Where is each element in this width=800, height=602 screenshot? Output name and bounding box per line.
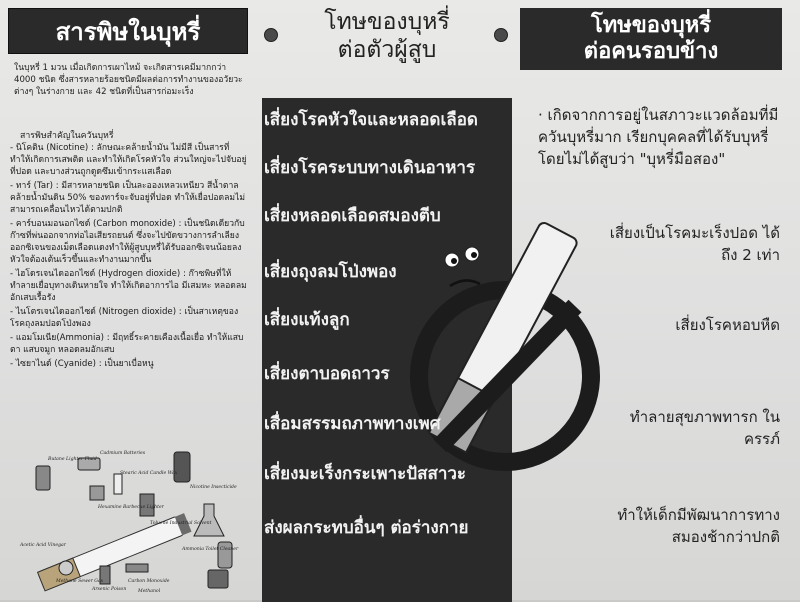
- label-cadmium: Cadmium Batteries: [100, 450, 146, 456]
- right-asthma: เสี่ยงโรคหอบหืด: [675, 316, 780, 334]
- toxin-list: - นิโคติน (Nicotine) : ลักษณะคล้ายน้ำมัน…: [10, 142, 248, 372]
- right-title-line2: ต่อคนรอบข้าง: [583, 39, 719, 64]
- right-title-line1: โทษของบุหรี่: [590, 13, 712, 38]
- risk-stroke: เสี่ยงหลอดเลือดสมองตีบ: [264, 206, 441, 226]
- right-intro: · เกิดจากการอยู่ในสภาวะแวดล้อมที่มีควันบ…: [538, 106, 779, 168]
- right-fetus-health: ทำลายสุขภาพทารก ในครรภ์: [629, 408, 780, 448]
- binder-hole-left: [264, 28, 278, 42]
- right-title: โทษของบุหรี่ ต่อคนรอบข้าง: [520, 8, 782, 70]
- risk-emphysema: เสี่ยงถุงลมโป่งพอง: [264, 262, 397, 282]
- label-ammonia: Ammonia Toilet Cleaner: [181, 546, 239, 552]
- toxin-carbon-monoxide: - คาร์บอนมอนอกไซด์ (Carbon monoxide) : เ…: [10, 219, 245, 265]
- risk-heart-disease: เสี่ยงโรคหัวใจและหลอดเลือด: [264, 110, 478, 130]
- insecticide-icon: [173, 451, 191, 483]
- exhaust-pipe-icon: [125, 563, 149, 573]
- middle-title-line2: ต่อตัวผู้สูบ: [337, 37, 437, 63]
- middle-panel: [262, 98, 512, 602]
- candle-icon: [113, 473, 123, 495]
- risk-miscarriage: เสี่ยงแท้งลูก: [264, 310, 350, 330]
- solvent-can-icon: [139, 493, 155, 517]
- risk-bladder-cancer: เสี่ยงมะเร็งกระเพาะปัสสาวะ: [264, 464, 467, 484]
- paint-can-icon: [207, 569, 229, 589]
- label-methanol: Methanol: [137, 588, 161, 594]
- battery-icon: [77, 457, 101, 471]
- label-stearic: Stearic Acid Candle Wax: [120, 470, 178, 476]
- cleaner-bottle-icon: [217, 541, 233, 569]
- binder-hole-right: [494, 28, 508, 42]
- label-methane: Methane Sewer Gas: [55, 578, 104, 584]
- toxin-nicotine: - นิโคติน (Nicotine) : ลักษณะคล้ายน้ำมัน…: [10, 143, 247, 177]
- toxin-ammonia: - แอมโมเนีย(Ammonia) : มีฤทธิ์ระคายเคือง…: [10, 333, 244, 355]
- label-acetic: Acetic Acid Vinegar: [19, 542, 67, 548]
- right-child-development: ทำให้เด็กมีพัฒนาการทาง สมองช้ากว่าปกติ: [617, 506, 780, 546]
- risk-blindness: เสี่ยงตาบอดถาวร: [264, 364, 390, 384]
- lighter-block-icon: [89, 485, 105, 501]
- label-nicotine: Nicotine Insecticide: [189, 484, 237, 490]
- label-hexamine: Hexamine Barbecue Lighter: [97, 504, 165, 510]
- toxin-tar: - ทาร์ (Tar) : มีสารหลายชนิด เป็นละอองเห…: [10, 181, 246, 215]
- lighter-icon: [35, 465, 51, 491]
- label-butane: Butane Lighter Fluid: [47, 456, 97, 462]
- toxin-hydrogen-dioxide: - ไฮโดรเจนไดออกไซด์ (Hydrogen dioxide) :…: [10, 269, 247, 303]
- risk-digestive: เสี่ยงโรคระบบทางเดินอาหาร: [264, 158, 476, 178]
- gas-cloud-icon: [58, 560, 74, 576]
- left-intro: ในบุหรี่ 1 มวน เมื่อเกิดการเผาไหม้ จะเกิ…: [14, 63, 243, 97]
- left-title: สารพิษในบุหรี่: [8, 8, 248, 54]
- middle-title-line1: โทษของบุหรี่: [324, 9, 450, 35]
- label-carbon: Carbon Monoxide: [128, 578, 170, 584]
- toxin-cyanide: - ไซยาไนด์ (Cyanide) : เป็นยาเบื่อหนู: [10, 359, 154, 369]
- left-subheading: สารพิษสำคัญในควันบุหรี่: [20, 131, 114, 141]
- flask-icon: [193, 503, 225, 537]
- risk-sexual-dysfunction: เสื่อมสรรมถภาพทางเพศ: [264, 414, 441, 434]
- no-smoking-sign-icon: [410, 222, 600, 471]
- risk-other-effects: ส่งผลกระทบอื่นๆ ต่อร่างกาย: [264, 518, 469, 538]
- cigarette-chemicals-illustration: Butane Lighter Fluid Cadmium Batteries S…: [19, 450, 239, 594]
- poison-bottle-icon: [99, 565, 111, 585]
- label-toluene: Toluene Industrial Solvent: [150, 520, 212, 526]
- toxin-nitrogen-dioxide: - ไนโตรเจนไดออกไซด์ (Nitrogen dioxide) :…: [10, 307, 239, 329]
- label-arsenic: Arsenic Poison: [91, 586, 126, 592]
- middle-title: โทษของบุหรี่ ต่อตัวผู้สูบ: [262, 8, 512, 64]
- right-lung-cancer: เสี่ยงเป็นโรคมะเร็งปอด ได้ถึง 2 เท่า: [609, 224, 780, 264]
